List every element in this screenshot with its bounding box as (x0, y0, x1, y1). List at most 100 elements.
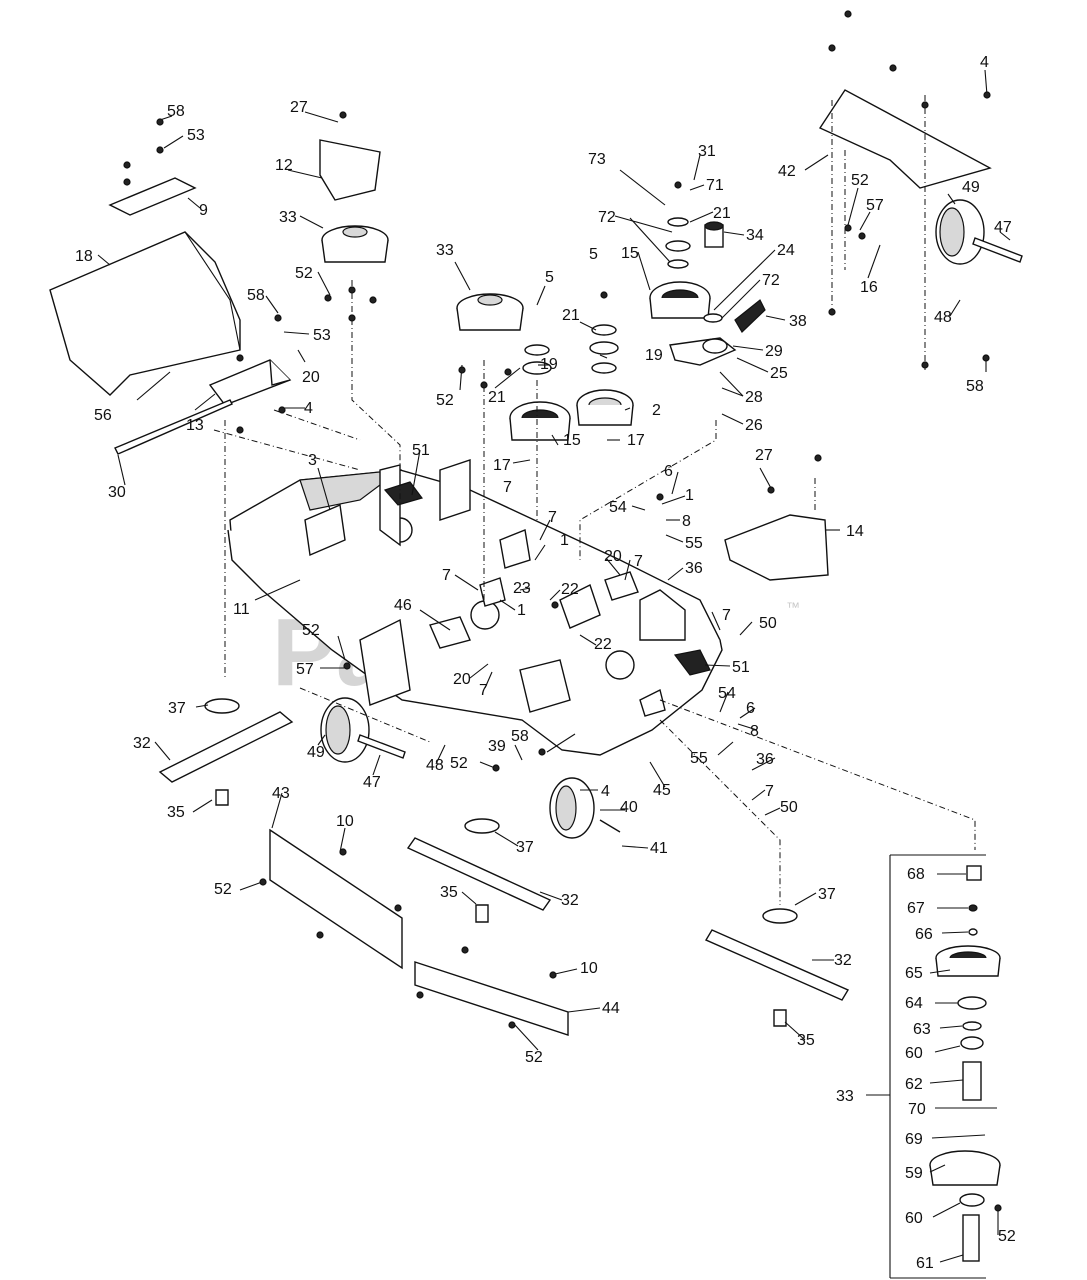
callout-9: 9 (199, 202, 208, 219)
callout-62: 62 (905, 1076, 923, 1093)
callout-14: 14 (846, 523, 864, 540)
callout-4: 4 (304, 400, 313, 417)
callout-72: 72 (762, 272, 780, 289)
callout-52: 52 (295, 265, 313, 282)
bracket-9 (108, 177, 197, 216)
callout-19: 19 (540, 356, 558, 373)
callout-23: 23 (513, 580, 531, 597)
callout-21: 21 (488, 389, 506, 406)
callout-50: 50 (780, 799, 798, 816)
callout-59: 59 (905, 1165, 923, 1182)
callout-22: 22 (561, 581, 579, 598)
gauge-wheel-49-right (935, 199, 985, 265)
idler-pulley-15-center (509, 401, 571, 441)
callout-17: 17 (493, 457, 511, 474)
callout-20: 20 (453, 671, 471, 688)
callout-54: 54 (609, 499, 627, 516)
callout-2: 2 (652, 402, 661, 419)
callout-58: 58 (966, 378, 984, 395)
baffle-44 (414, 961, 569, 1036)
callout-52: 52 (525, 1049, 543, 1066)
blade-center (406, 837, 552, 911)
callout-55: 55 (685, 535, 703, 552)
callout-20: 20 (302, 369, 320, 386)
callout-35: 35 (797, 1032, 815, 1049)
callout-70: 70 (908, 1101, 926, 1118)
callout-32: 32 (133, 735, 151, 752)
callout-25: 25 (770, 365, 788, 382)
callout-48: 48 (426, 757, 444, 774)
callout-28: 28 (745, 389, 763, 406)
callout-10: 10 (580, 960, 598, 977)
callout-7: 7 (479, 682, 488, 699)
callout-33: 33 (436, 242, 454, 259)
callout-53: 53 (313, 327, 331, 344)
callout-60: 60 (905, 1210, 923, 1227)
callout-21: 21 (562, 307, 580, 324)
callout-55: 55 (690, 750, 708, 767)
callout-27: 27 (755, 447, 773, 464)
callout-7: 7 (442, 567, 451, 584)
callout-39: 39 (488, 738, 506, 755)
callout-7: 7 (765, 783, 774, 800)
callout-11: 11 (233, 601, 250, 618)
chute-bracket (208, 359, 292, 406)
belt-cover-14 (724, 514, 829, 581)
callout-63: 63 (913, 1021, 931, 1038)
callout-51: 51 (412, 442, 430, 459)
callout-5: 5 (545, 269, 554, 286)
callout-47: 47 (994, 219, 1012, 236)
callout-46: 46 (394, 597, 412, 614)
callout-49: 49 (962, 179, 980, 196)
callout-68: 68 (907, 866, 925, 883)
callout-52: 52 (436, 392, 454, 409)
callout-3: 3 (308, 452, 317, 469)
watermark-trademark: ™ (786, 599, 800, 615)
callout-52: 52 (450, 755, 468, 772)
callout-31: 31 (698, 143, 716, 160)
callout-47: 47 (363, 774, 381, 791)
callout-15: 15 (621, 245, 639, 262)
discharge-chute (49, 231, 241, 396)
callout-37: 37 (168, 700, 186, 717)
callout-58: 58 (167, 103, 185, 120)
callout-36: 36 (685, 560, 703, 577)
callout-37: 37 (818, 886, 836, 903)
callout-19: 19 (645, 347, 663, 364)
callout-52: 52 (851, 172, 869, 189)
callout-35: 35 (167, 804, 185, 821)
callout-52: 52 (998, 1228, 1016, 1245)
callout-60: 60 (905, 1045, 923, 1062)
callout-30: 30 (108, 484, 126, 501)
callout-33: 33 (279, 209, 297, 226)
spindle-detail-inset (889, 854, 1001, 1279)
callout-13: 13 (186, 417, 204, 434)
callout-65: 65 (905, 965, 923, 982)
callout-27: 27 (290, 99, 308, 116)
callout-7: 7 (634, 553, 643, 570)
blade-left (158, 711, 294, 783)
fastener-dots (123, 10, 1002, 1212)
callout-20: 20 (604, 548, 622, 565)
callout-22: 22 (594, 636, 612, 653)
assembly-center-lines (213, 95, 976, 905)
callout-57: 57 (866, 197, 884, 214)
callout-41: 41 (650, 840, 668, 857)
callout-44: 44 (602, 1000, 620, 1017)
callout-40: 40 (620, 799, 638, 816)
callout-58: 58 (511, 728, 529, 745)
callout-49: 49 (307, 744, 325, 761)
callout-69: 69 (905, 1131, 923, 1148)
callout-1: 1 (517, 602, 526, 619)
callout-73: 73 (588, 151, 606, 168)
callout-66: 66 (915, 926, 933, 943)
callout-38: 38 (789, 313, 807, 330)
callout-6: 6 (664, 463, 673, 480)
idler-arm-25 (669, 337, 737, 366)
callout-32: 32 (834, 952, 852, 969)
callout-26: 26 (745, 417, 763, 434)
callout-leaders (97, 69, 1011, 1263)
spindle-assembly-left (321, 225, 389, 263)
callout-16: 16 (860, 279, 878, 296)
blade-right (704, 929, 850, 1001)
